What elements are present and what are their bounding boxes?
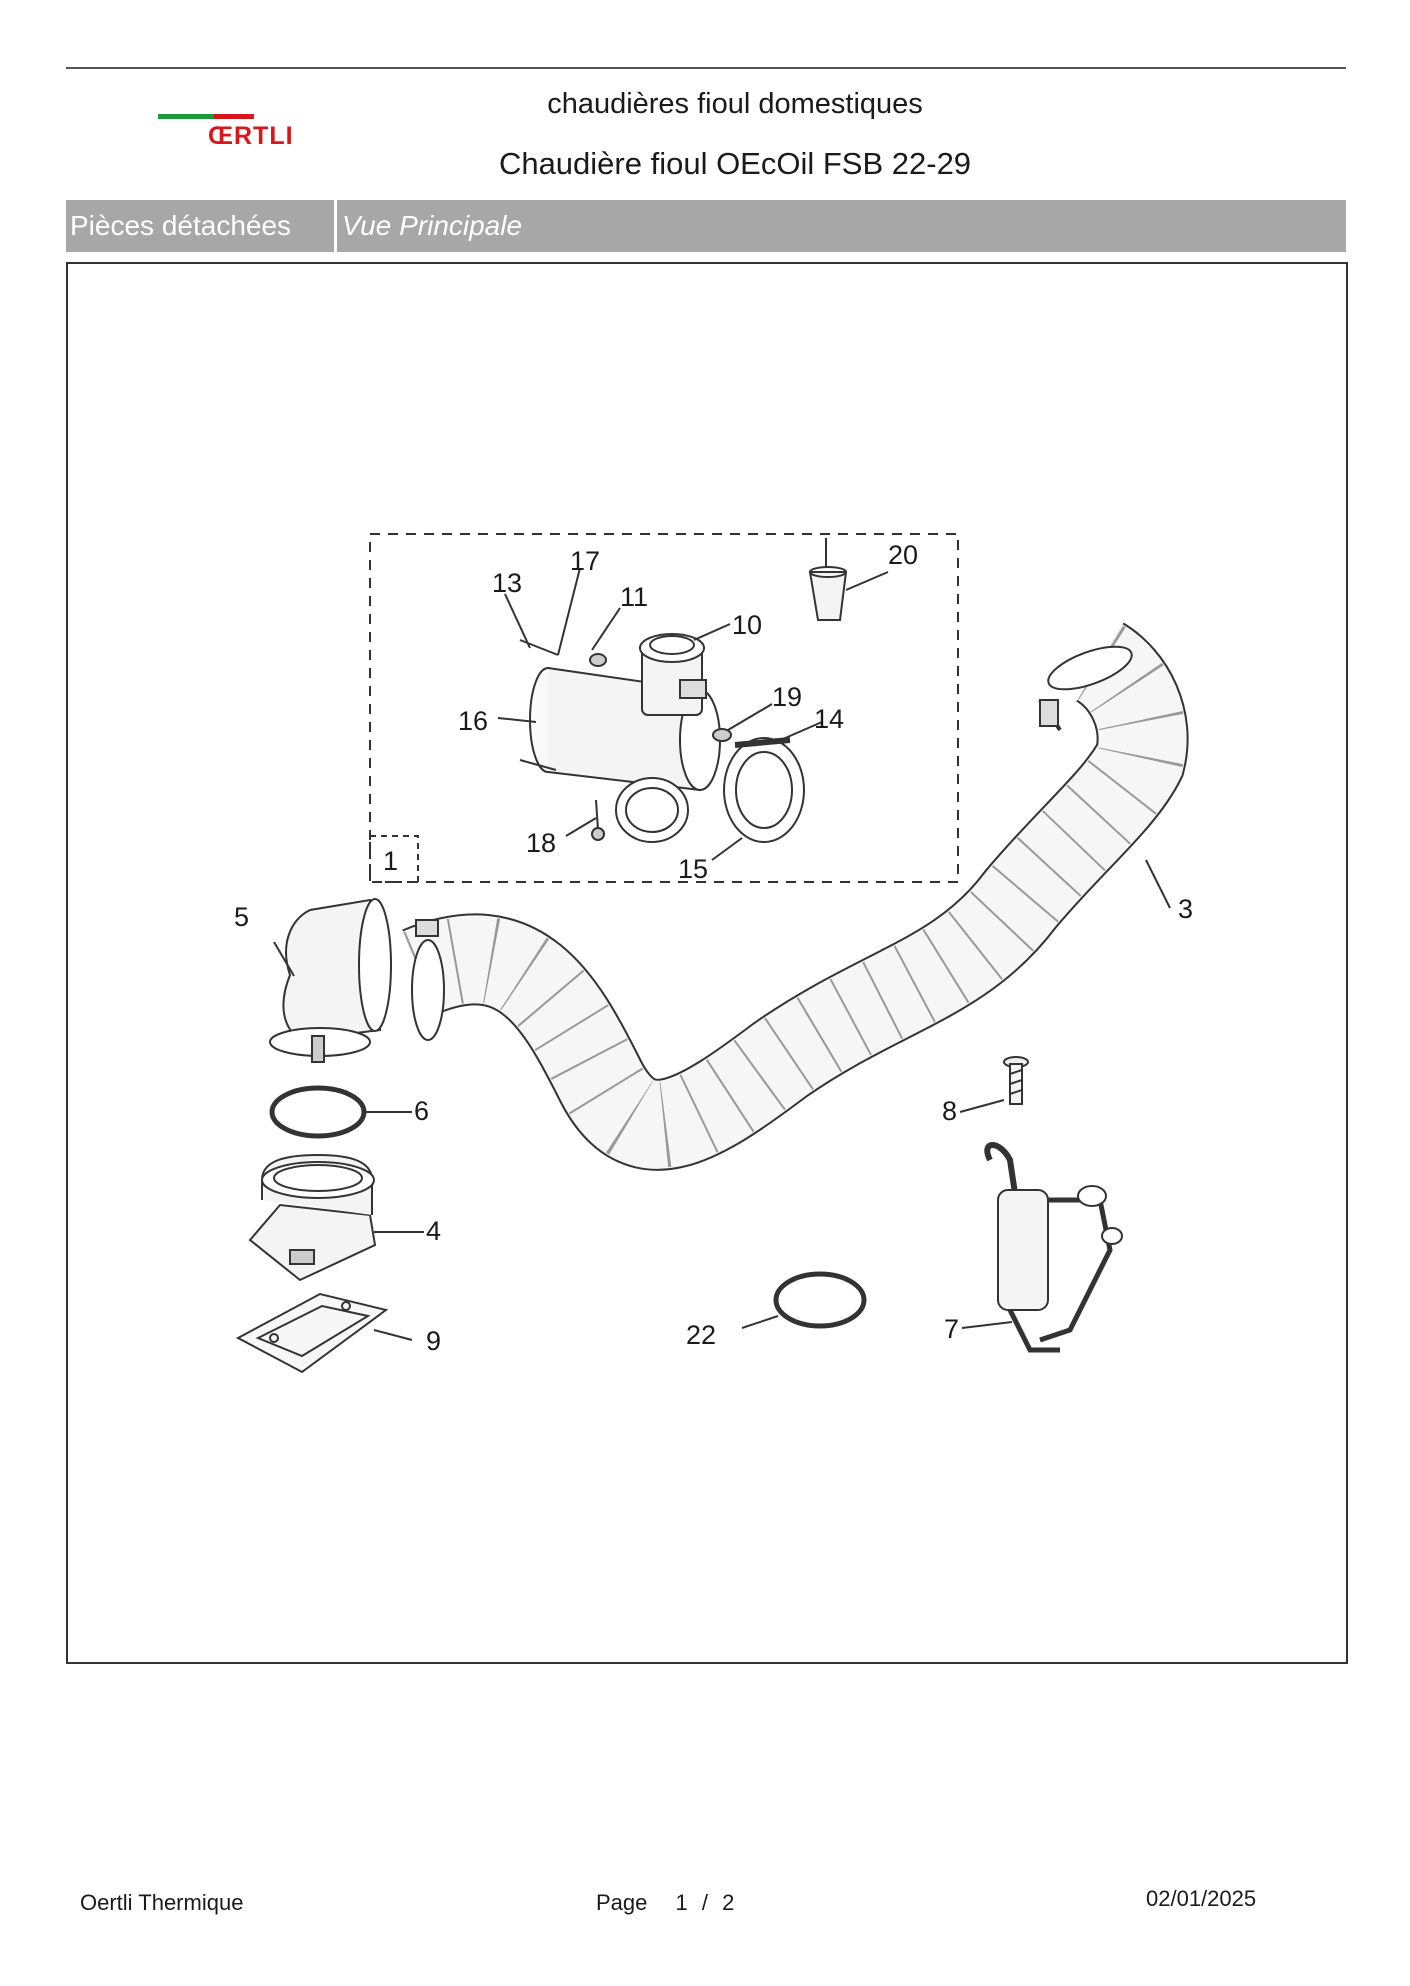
page-title-category: chaudières fioul domestiques [547, 88, 923, 120]
footer-page-sep: / [701, 1890, 709, 1915]
callout-11: 11 [620, 582, 648, 612]
footer-page-current: 1 [675, 1890, 688, 1915]
callout-15: 15 [678, 854, 708, 884]
callout-4: 4 [426, 1216, 441, 1246]
callout-8: 8 [942, 1096, 957, 1126]
part-7-silencer [984, 1142, 1123, 1353]
assembly-label-box [369, 835, 419, 883]
part-22-o-ring [773, 1271, 867, 1329]
callout-16: 16 [458, 706, 488, 736]
callout-6: 6 [414, 1096, 429, 1126]
callout-17: 17 [570, 546, 600, 576]
top-rule [66, 67, 1346, 69]
oertli-logo: ŒRTLI [158, 114, 308, 154]
callout-3: 3 [1178, 894, 1193, 924]
part-4-base-adapter [248, 1153, 377, 1282]
part-6-o-ring [269, 1085, 367, 1139]
footer-page-total: 2 [722, 1890, 735, 1915]
callout-7: 7 [944, 1314, 959, 1344]
part-5-elbow [269, 898, 392, 1063]
footer-page-label: Page [596, 1890, 648, 1915]
footer-date: 02/01/2025 [1146, 1886, 1257, 1911]
callout-5: 5 [234, 902, 249, 932]
part-manifold-body [519, 633, 805, 843]
callout-labels: 1 3 4 5 6 7 8 9 10 11 13 14 15 16 17 18 … [234, 540, 1193, 1356]
callout-20: 20 [888, 540, 918, 570]
logo-red-bar [214, 114, 254, 119]
callout-19: 19 [772, 682, 802, 712]
footer-company: Oertli Thermique [80, 1890, 244, 1915]
page-title-model: Chaudière fioul OEcOil FSB 22-29 [498, 146, 972, 181]
section-label-spare-parts: Pièces détachées [70, 210, 292, 241]
callout-18: 18 [526, 828, 556, 858]
callout-1: 1 [383, 846, 398, 876]
logo-text: ŒRTLI [208, 122, 294, 150]
part-3-flex-hose [402, 622, 1189, 1171]
part-20-sensor [808, 538, 848, 621]
part-8-screw [1003, 1056, 1029, 1105]
section-label-view: Vue Principale [342, 210, 523, 241]
section-header-bar: Pièces détachées Vue Principale [66, 200, 1346, 252]
callout-9: 9 [426, 1326, 441, 1356]
leader-lines [273, 567, 1171, 1341]
callout-10: 10 [732, 610, 762, 640]
assembly-group-box [369, 533, 959, 883]
callout-22: 22 [686, 1320, 716, 1350]
callout-13: 13 [492, 568, 522, 598]
section-divider [334, 200, 337, 252]
logo-green-bar [158, 114, 254, 119]
part-9-gasket [235, 1292, 389, 1374]
callout-14: 14 [814, 704, 844, 734]
diagram-frame [66, 262, 1348, 1664]
footer-pagination: Page 1 / 2 [596, 1890, 734, 1916]
